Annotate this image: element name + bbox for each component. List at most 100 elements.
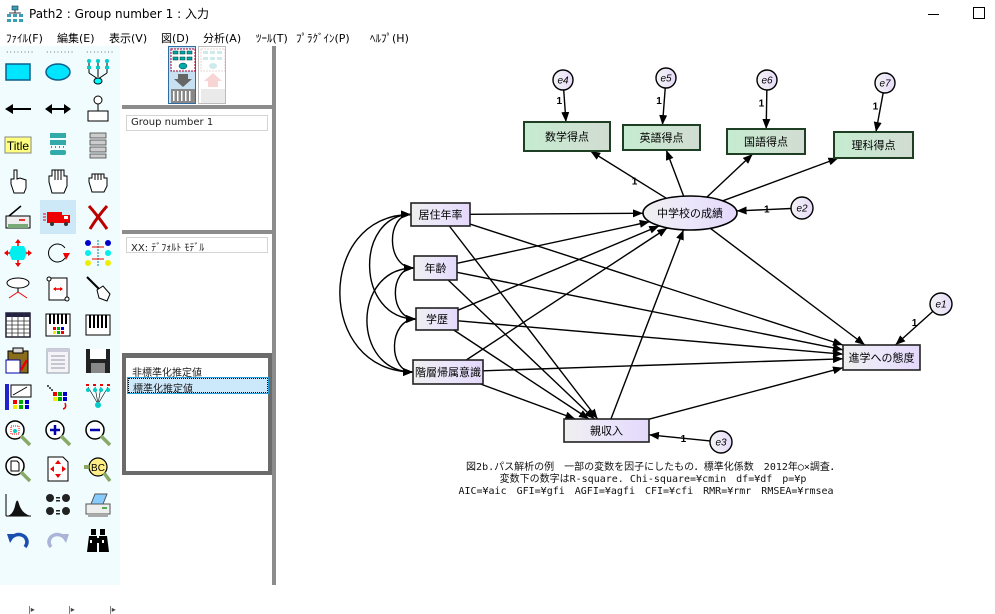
redo-button[interactable] [40, 524, 76, 558]
unstandardized-estimates-item[interactable]: 非標準化推定値 [132, 368, 202, 379]
list-variables-in-dataset-button[interactable] [80, 128, 116, 162]
error-variable-e1[interactable] [929, 292, 953, 316]
menu-help[interactable]: ﾍﾙﾌﾟ(H) [370, 32, 409, 45]
covariance-arrow-res-cls[interactable] [339, 210, 414, 376]
preserve-symmetries-button[interactable] [80, 380, 116, 414]
path-arrow-age-grade[interactable] [456, 219, 650, 265]
path-arrow-e1-att[interactable] [894, 310, 934, 346]
error-variable-e2[interactable] [790, 196, 814, 220]
panel-splitter[interactable] [272, 46, 276, 585]
menu-diagram[interactable]: 図(D) [161, 32, 190, 45]
move-parameters-button[interactable] [0, 272, 36, 306]
path-arrow-grade-math[interactable] [589, 150, 667, 199]
path-arrow-edu-grade[interactable] [457, 225, 660, 311]
path-arrow-e2-grade[interactable] [736, 206, 792, 215]
calculate-estimates-button[interactable] [80, 308, 116, 342]
loupe-button[interactable]: BC [80, 452, 116, 486]
covariance-arrow-age-edu[interactable] [394, 264, 417, 323]
path-arrow-e7-sci[interactable] [873, 92, 884, 133]
expander-arrow-icon[interactable]: |▸ [68, 605, 75, 614]
reflect-indicators-button[interactable] [80, 236, 116, 270]
select-one-object-button[interactable] [0, 164, 36, 198]
error-variable-e5[interactable] [655, 67, 677, 89]
path-arrow-age-inc[interactable] [447, 279, 595, 420]
observed-variable-math[interactable] [523, 121, 611, 152]
path-arrow-grade-eng[interactable] [665, 149, 685, 197]
error-variable-e4[interactable] [552, 69, 574, 91]
minimize-button[interactable] [925, 4, 945, 24]
object-properties-button[interactable] [0, 380, 36, 414]
list-variables-in-model-button[interactable] [40, 128, 76, 162]
path-arrow-grade-sci[interactable] [722, 157, 839, 202]
erase-objects-button[interactable] [80, 200, 116, 234]
model-list-item[interactable]: XX: ﾃﾞﾌｫﾙﾄ ﾓﾃﾞﾙ [126, 237, 268, 254]
figure-caption[interactable]: 図2b.パス解析の例 一部の変数を因子にしたもの．標準化係数 2012年○×調査… [458, 460, 840, 497]
zoom-in-button[interactable] [40, 416, 76, 450]
path-arrow-inc-grade[interactable] [610, 229, 685, 420]
path-arrow-res-att[interactable] [469, 223, 844, 346]
path-arrow-e3-inc[interactable] [648, 431, 711, 442]
observed-variable-res[interactable] [410, 202, 471, 227]
move-objects-button[interactable] [40, 200, 76, 234]
toolbar-grip[interactable]: ········ [46, 48, 75, 57]
path-arrow-age-att[interactable] [456, 271, 844, 352]
menu-view[interactable]: 表示(V) [109, 32, 148, 45]
multiple-group-analysis-button[interactable] [40, 488, 76, 522]
expander-arrow-icon[interactable]: |▸ [28, 605, 35, 614]
change-shape-button[interactable] [0, 236, 36, 270]
path-arrow-res-grade[interactable] [469, 209, 644, 218]
menu-tools[interactable]: ﾂｰﾙ(T) [256, 32, 288, 45]
save-diagram-button[interactable] [80, 344, 116, 378]
path-arrow-grade-att[interactable] [709, 227, 866, 346]
menu-plugins[interactable]: ﾌﾟﾗｸﾞｲﾝ(P) [296, 32, 350, 45]
path-arrow-cls-att[interactable] [482, 355, 844, 372]
observed-variable-edu[interactable] [415, 307, 459, 331]
path-arrow-e4-math[interactable] [561, 89, 570, 123]
duplicate-objects-button[interactable] [0, 200, 36, 234]
group-list-item[interactable]: Group number 1 [126, 115, 268, 131]
undo-button[interactable] [0, 524, 36, 558]
covariance-arrow-res-edu[interactable] [368, 210, 417, 323]
path-arrow-e6-jpn[interactable] [762, 89, 771, 130]
observed-variable-age[interactable] [413, 255, 458, 281]
path-arrow-edu-inc[interactable] [453, 329, 590, 420]
observed-variable-att[interactable] [842, 344, 921, 371]
expander-arrow-icon[interactable]: |▸ [109, 605, 116, 614]
path-arrow-cls-inc[interactable] [480, 383, 576, 420]
drag-properties-button[interactable] [40, 380, 76, 414]
view-page-button[interactable] [0, 452, 36, 486]
deselect-all-objects-button[interactable] [80, 164, 116, 198]
error-variable-e7[interactable] [874, 72, 896, 94]
menu-analyze[interactable]: 分析(A) [203, 32, 242, 45]
draw-latent-indicator-button[interactable] [80, 55, 116, 89]
fit-to-page-button[interactable] [40, 452, 76, 486]
view-output-button[interactable] [198, 46, 226, 104]
menu-edit[interactable]: 編集(E) [57, 32, 95, 45]
path-arrow-e5-eng[interactable] [659, 87, 668, 126]
draw-covariance-button[interactable] [40, 92, 76, 126]
error-variable-e6[interactable] [756, 69, 778, 91]
bayesian-estimation-button[interactable] [0, 488, 36, 522]
zoom-out-button[interactable] [80, 416, 116, 450]
rotate-indicators-button[interactable] [40, 236, 76, 270]
path-arrow-edu-att[interactable] [457, 320, 844, 358]
observed-variable-jpn[interactable] [726, 128, 806, 155]
figure-caption-button[interactable]: Title [0, 128, 36, 162]
toolbar-grip[interactable]: ········ [6, 48, 35, 57]
view-input-button[interactable] [168, 46, 196, 104]
select-all-objects-button[interactable] [40, 164, 76, 198]
analysis-properties-button[interactable] [40, 308, 76, 342]
panel-divider[interactable] [122, 105, 272, 109]
add-unique-variable-button[interactable] [80, 92, 116, 126]
touch-up-button[interactable] [80, 272, 116, 306]
scroll-button[interactable] [40, 272, 76, 306]
draw-path-button[interactable] [0, 92, 36, 126]
observed-variable-inc[interactable] [563, 418, 650, 443]
path-arrow-grade-jpn[interactable] [706, 153, 754, 198]
view-text-button[interactable] [40, 344, 76, 378]
covariance-arrow-age-cls[interactable] [366, 264, 415, 376]
menu-file[interactable]: ﾌｧｲﾙ(F) [6, 32, 43, 45]
select-data-files-button[interactable] [0, 308, 36, 342]
path-arrow-res-inc[interactable] [448, 225, 599, 420]
